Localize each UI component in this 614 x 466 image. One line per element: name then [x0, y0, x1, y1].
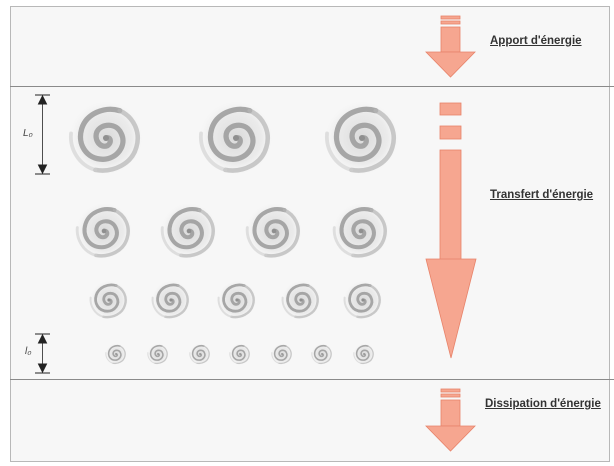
eddy — [228, 343, 252, 365]
eddy — [333, 203, 389, 259]
eddy — [104, 343, 128, 365]
scale-bar-large — [35, 94, 50, 175]
eddy — [216, 280, 258, 320]
eddy — [188, 343, 212, 365]
eddy — [146, 343, 170, 365]
energy-input-arrow — [425, 15, 476, 78]
scale-bar-small — [35, 333, 50, 374]
eddy — [76, 203, 132, 259]
eddy-row-small — [88, 280, 384, 320]
eddy — [246, 203, 302, 259]
eddy-row-tiny — [104, 343, 376, 365]
eddy — [88, 280, 130, 320]
eddy — [326, 102, 399, 175]
eddy — [310, 343, 334, 365]
scale-label-large: L₀ — [23, 128, 33, 139]
eddy — [280, 280, 322, 320]
energy-transfer-arrow — [425, 102, 477, 359]
eddy — [270, 343, 294, 365]
eddy — [200, 102, 273, 175]
eddy — [352, 343, 376, 365]
label-energy-dissipation: Dissipation d'énergie — [485, 398, 601, 410]
eddy-row-medium — [76, 203, 389, 259]
scale-label-small: l₀ — [25, 346, 32, 357]
eddy — [70, 102, 143, 175]
eddy — [342, 280, 384, 320]
divider-bottom — [10, 379, 614, 380]
label-energy-transfer: Transfert d'énergie — [490, 189, 594, 201]
label-energy-input: Apport d'énergie — [490, 35, 582, 47]
eddy-row-large — [70, 102, 399, 175]
divider-top — [10, 86, 614, 87]
energy-dissipation-arrow — [425, 388, 476, 452]
eddy — [150, 280, 192, 320]
eddy — [161, 203, 217, 259]
